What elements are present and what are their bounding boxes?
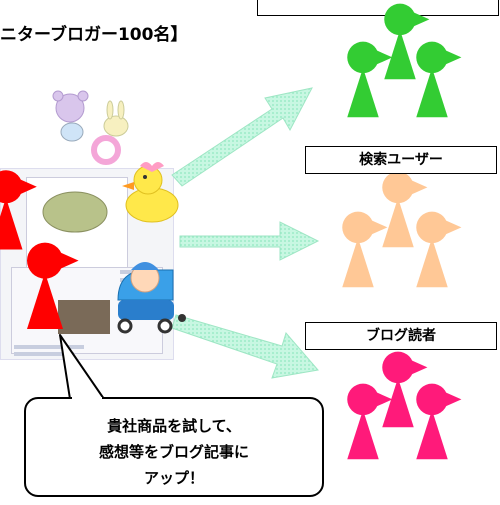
arrow-to-top-group: [171, 87, 313, 187]
blog-readers-label: ブログ読者: [305, 322, 497, 350]
page-title: ニターブロガー100名】: [0, 25, 188, 45]
baby-stroller-icon: [117, 262, 186, 334]
blog-reader-group-icon: [347, 351, 462, 460]
top-user-group-icon: [347, 3, 462, 118]
speech-bubble-tail: [59, 334, 105, 400]
bubble-line-3: アップ！: [143, 469, 204, 487]
search-user-group-icon: [342, 171, 462, 288]
food-photo: [42, 191, 108, 233]
bubble-line-1: 貴社商品を試して、: [107, 417, 241, 435]
speech-bubble: 貴社商品を試して、 感想等をブログ記事に アップ！: [24, 397, 324, 497]
toy-bear-icon: [52, 90, 89, 142]
arrow-to-middle-group: [179, 221, 320, 261]
search-users-label: 検索ユーザー: [305, 146, 497, 174]
rubber-duck-icon: [122, 162, 179, 223]
toy-ring-icon: [91, 135, 121, 165]
bubble-line-2: 感想等をブログ記事に: [98, 443, 249, 461]
toy-rabbit-icon: [103, 100, 129, 137]
arrow-to-bottom-group: [171, 314, 319, 379]
thumb-photo: [58, 300, 110, 334]
top-label-box: [257, 0, 499, 16]
